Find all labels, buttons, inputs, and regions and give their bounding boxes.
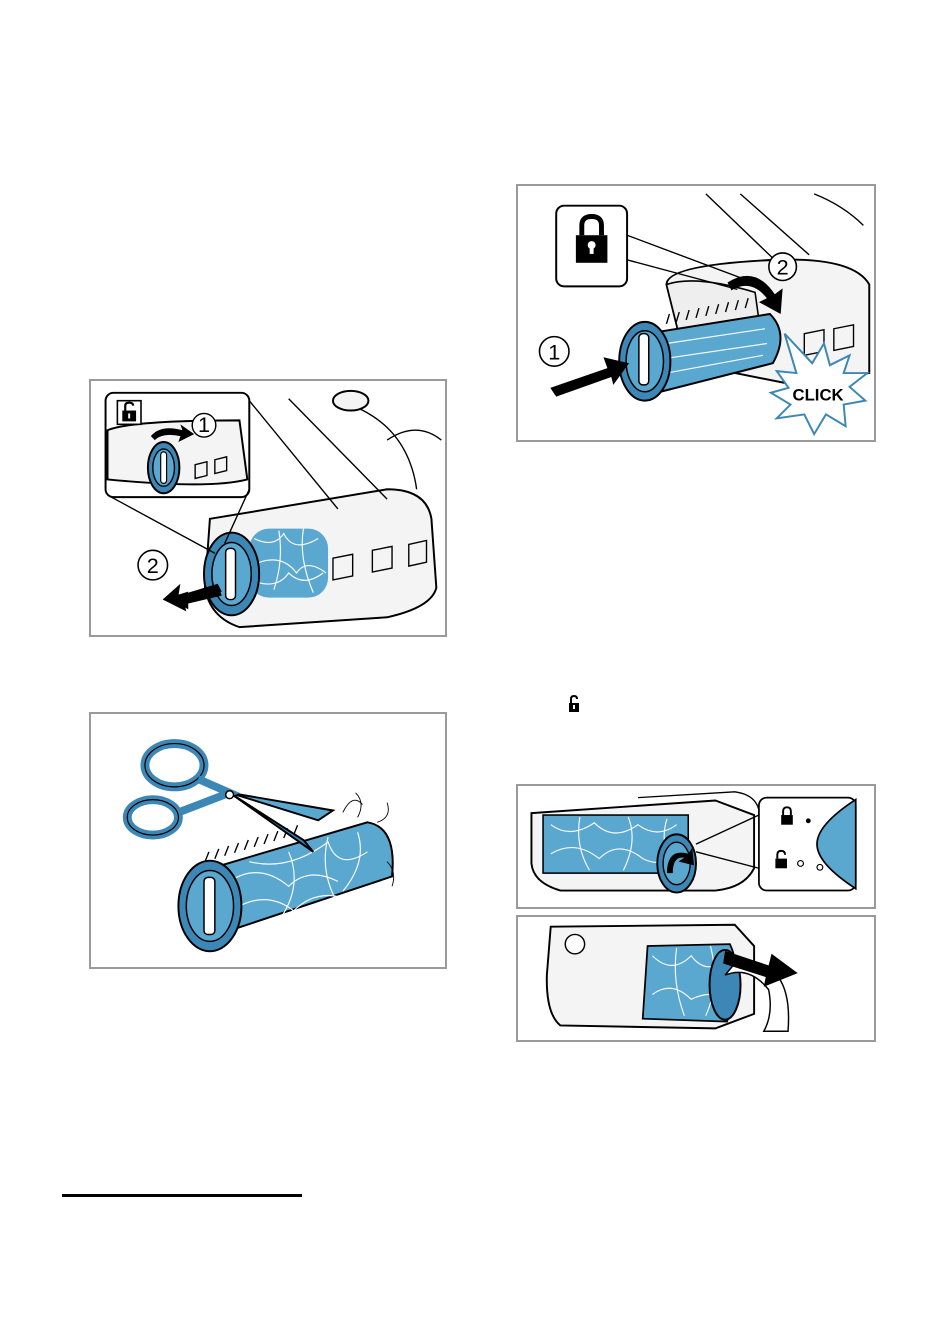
figure-remove-brush-roll: 2 1 [89,379,447,637]
step-number-1: 1 [548,339,560,364]
figure-cut-hair [89,712,447,969]
unlock-icon [566,694,582,714]
figure-insert-brush-roll: 1 2 CLICK [516,184,876,442]
step-number-2: 2 [147,553,159,578]
step-number-2: 2 [777,255,789,280]
figure-unlock-brush-roll [516,784,876,909]
click-label: CLICK [793,386,844,405]
footnote-divider [62,1194,302,1197]
unlock-icon [117,401,141,425]
scissors-icon [127,744,333,852]
step-number-1: 1 [198,412,210,437]
figure-pull-out-brush-roll [516,915,876,1042]
